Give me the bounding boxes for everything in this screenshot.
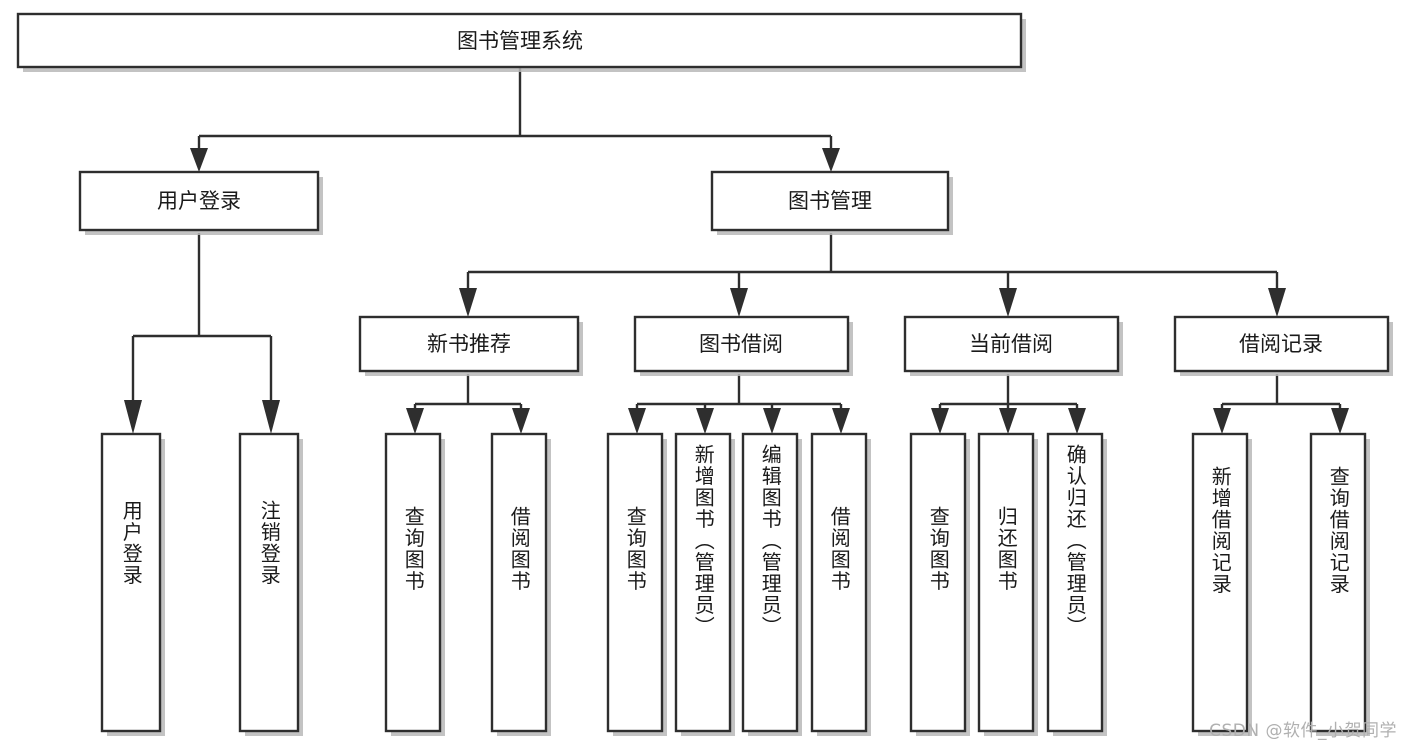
node-current-borrow[interactable]: 当前借阅 (903, 315, 1123, 376)
leaf-cb-query-book[interactable] (909, 432, 970, 736)
node-borrow-record[interactable]: 借阅记录 (1173, 315, 1393, 376)
watermark: CSDN @软件_小贺同学 (1209, 721, 1397, 741)
leaf-bb-add-book[interactable] (674, 432, 735, 736)
leaf-br-add-record[interactable] (1191, 432, 1252, 736)
node-book-borrow-label: 图书借阅 (699, 332, 783, 356)
leaf-br-query-record[interactable] (1309, 432, 1370, 736)
connector-layer (124, 66, 1349, 434)
node-new-book-recommend-label: 新书推荐 (427, 332, 511, 356)
connector-bookborrow-to-leaves (628, 374, 850, 434)
node-book-management[interactable]: 图书管理 (710, 170, 953, 235)
node-current-borrow-label: 当前借阅 (969, 332, 1053, 356)
connector-userlogin-to-leaves (124, 233, 280, 434)
connector-borrowrecord-to-leaves (1213, 374, 1349, 434)
connector-root-to-level2 (190, 66, 840, 172)
node-root-label: 图书管理系统 (457, 29, 583, 53)
node-user-login-label: 用户登录 (157, 189, 241, 213)
leaf-rec-query-book[interactable] (384, 432, 445, 736)
node-user-login[interactable]: 用户登录 (78, 170, 323, 235)
node-new-book-recommend[interactable]: 新书推荐 (358, 315, 583, 376)
leaf-bb-edit-book[interactable] (741, 432, 802, 736)
connector-newbookrec-to-leaves (406, 374, 530, 434)
connector-currentborrow-to-leaves (931, 374, 1086, 434)
connector-bookmgmt-to-level3 (459, 233, 1286, 317)
leaf-cb-return-book[interactable] (977, 432, 1038, 736)
node-root[interactable]: 图书管理系统 (16, 12, 1026, 72)
node-book-management-label: 图书管理 (788, 189, 872, 213)
node-book-borrow[interactable]: 图书借阅 (633, 315, 853, 376)
leaf-user-login[interactable] (100, 432, 165, 736)
leaf-cb-confirm-return[interactable] (1046, 432, 1107, 736)
node-layer: 图书管理系统 用户登录 图书管理 新书推荐 (16, 12, 1393, 736)
leaf-bb-query-book[interactable] (606, 432, 667, 736)
node-borrow-record-label: 借阅记录 (1239, 332, 1323, 356)
leaf-logout[interactable] (238, 432, 303, 736)
leaf-bb-borrow-book[interactable] (810, 432, 871, 736)
leaf-rec-borrow-book[interactable] (490, 432, 551, 736)
